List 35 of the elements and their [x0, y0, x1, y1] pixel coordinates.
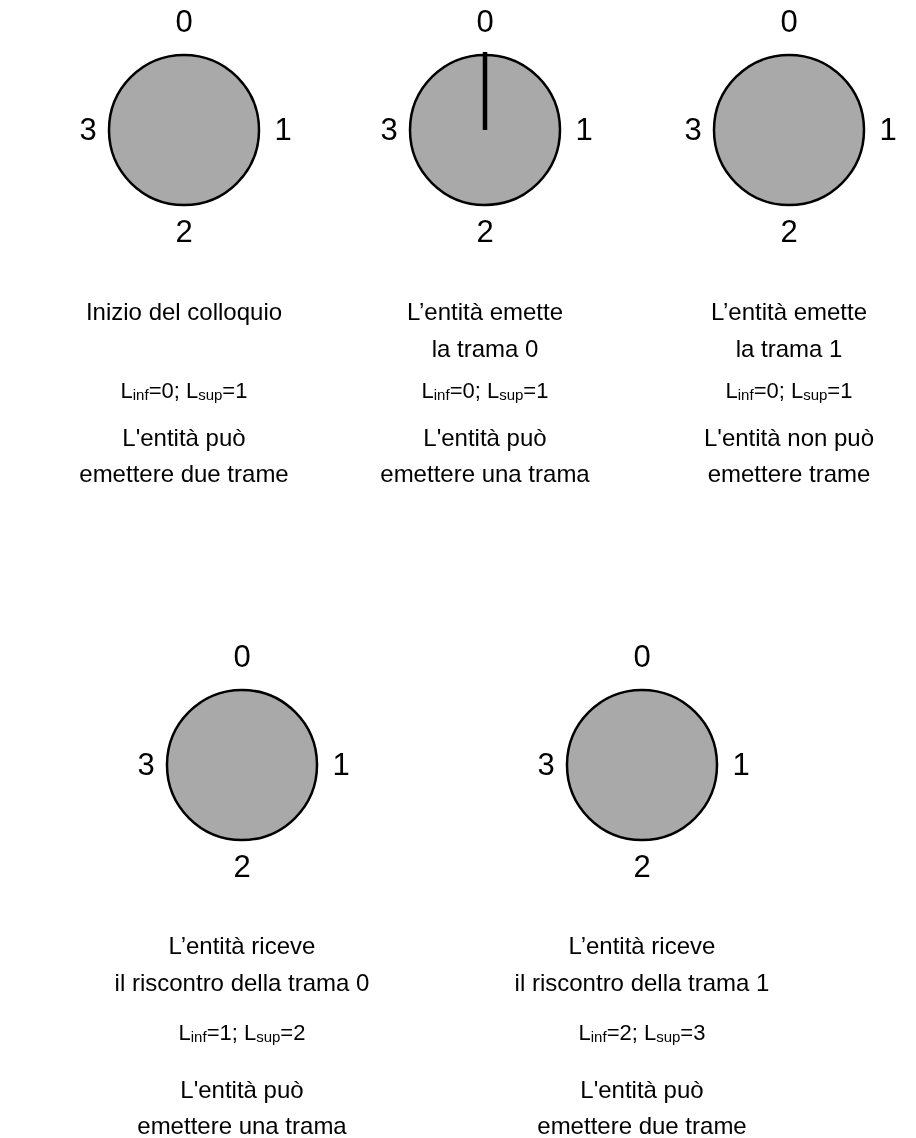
position-number: 2: [232, 850, 252, 884]
position-number: 3: [78, 113, 98, 147]
position-number: 1: [331, 748, 351, 782]
position-number: 0: [174, 5, 194, 39]
window-limits: L$_{inf}$=0; L$_{sup}$=1: [119, 377, 249, 405]
window-limits: L$_{inf}$=0; L$_{sup}$=1: [420, 377, 550, 405]
note-text: L'entità può emettere una trama: [379, 423, 591, 489]
position-number: 1: [731, 748, 751, 782]
position-number: 3: [136, 748, 156, 782]
position-number: 1: [574, 113, 594, 147]
position-number: 2: [779, 215, 799, 249]
window-limits: L$_{inf}$=0; L$_{sup}$=1: [724, 377, 854, 405]
window-limits: L$_{inf}$=1; L$_{sup}$=2: [177, 1019, 307, 1047]
note-text: L'entità può emettere due trame: [536, 1075, 748, 1138]
note-text: L'entità può emettere due trame: [78, 423, 290, 489]
position-number: 3: [683, 113, 703, 147]
note-text: L'entità può emettere una trama: [136, 1075, 348, 1138]
position-number: 2: [174, 215, 194, 249]
position-number: 0: [232, 640, 252, 674]
position-number: 3: [536, 748, 556, 782]
window-limits: L$_{inf}$=2; L$_{sup}$=3: [577, 1019, 707, 1047]
position-number: 3: [379, 113, 399, 147]
position-number: 0: [779, 5, 799, 39]
state-caption: Inizio del colloquio: [84, 297, 284, 327]
position-number: 0: [475, 5, 495, 39]
position-number: 1: [878, 113, 898, 147]
state-caption: L’entità emette la trama 1: [709, 297, 869, 364]
state-caption: L’entità emette la trama 0: [405, 297, 565, 364]
position-number: 1: [273, 113, 293, 147]
state-caption: L’entità riceve il riscontro della trama 1: [513, 931, 771, 998]
position-number: 2: [632, 850, 652, 884]
note-text: L'entità non può emettere trame: [702, 423, 876, 489]
position-number: 2: [475, 215, 495, 249]
state-caption: L’entità riceve il riscontro della trama 0: [113, 931, 371, 998]
position-number: 0: [632, 640, 652, 674]
